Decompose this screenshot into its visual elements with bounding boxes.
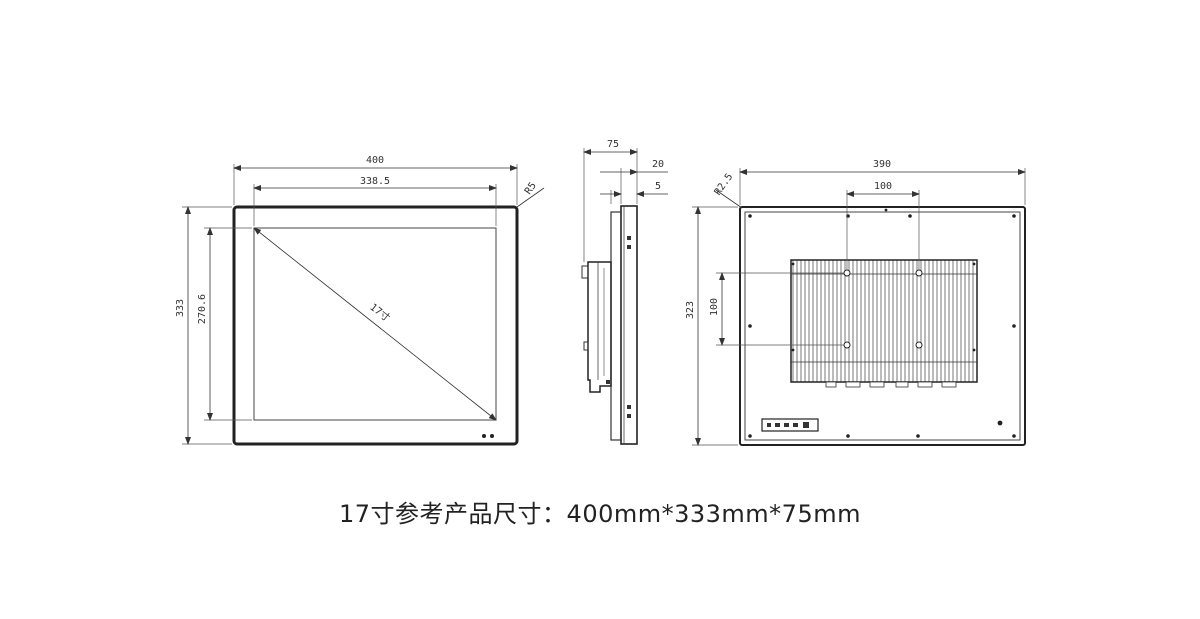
side-back-panel <box>610 211 622 441</box>
front-led-2 <box>490 434 494 438</box>
front-radius-label: R5 <box>523 180 539 196</box>
back-io-strip <box>761 418 819 432</box>
vesa-hole-2 <box>915 269 923 277</box>
side-heatsink <box>587 261 612 393</box>
front-diagonal-dim <box>253 227 497 421</box>
front-radius-leader <box>516 187 545 208</box>
back-hole-h-label: 100 <box>874 181 892 192</box>
back-outer-frame <box>739 206 1026 446</box>
back-view: 390 100 323 100 R2.5 <box>685 159 1026 446</box>
vesa-hole-4 <box>915 341 923 349</box>
vesa-hole-3 <box>843 341 851 349</box>
back-hole-v-label: 100 <box>709 298 720 316</box>
front-inner-width-label: 338.5 <box>360 176 390 187</box>
front-width-label: 400 <box>366 155 384 166</box>
side-bezel-label: 20 <box>652 159 664 170</box>
side-thickness-label: 5 <box>655 181 661 192</box>
back-radius-label: R2.5 <box>713 172 736 198</box>
back-panel <box>744 211 1021 441</box>
back-radius-leader <box>715 189 743 209</box>
front-inner-height-label: 270.6 <box>197 294 208 324</box>
vesa-hole-1 <box>843 269 851 277</box>
side-view: 75 20 5 <box>581 139 668 445</box>
front-outer-frame <box>232 205 519 446</box>
back-heatsink <box>790 259 978 383</box>
product-dimensions-caption: 17寸参考产品尺寸：400mm*333mm*75mm <box>339 500 861 528</box>
back-height-label: 323 <box>685 301 696 319</box>
front-view: 400 338.5 333 270.6 17寸 R5 <box>175 155 545 446</box>
side-depth-label: 75 <box>607 139 619 150</box>
front-height-label: 333 <box>175 299 186 317</box>
front-led-1 <box>482 434 486 438</box>
back-width-label: 390 <box>873 159 891 170</box>
